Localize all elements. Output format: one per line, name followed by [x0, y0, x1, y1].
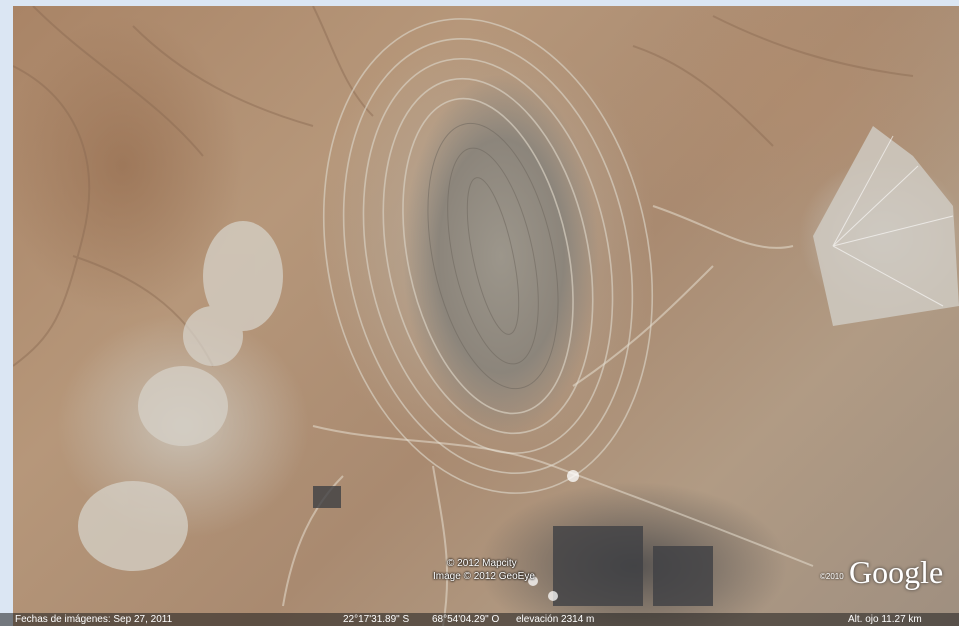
google-logo-year: ©2010 [820, 572, 844, 581]
eye-altitude-readout: Alt. ojo 11.27 km [848, 614, 922, 625]
google-logo: Google [849, 554, 944, 590]
terrain-overlay [13, 6, 959, 626]
status-bar: Fechas de imágenes: Sep 27, 2011 22°17'3… [0, 613, 959, 626]
satellite-map-view[interactable]: © 2012 Mapcity Image © 2012 GeoEye ©2010… [13, 6, 959, 626]
map-copyright-geoeye: Image © 2012 GeoEye [433, 571, 535, 582]
longitude-readout: 68°54'04.29" O [432, 614, 500, 625]
latitude-readout: 22°17'31.89" S [343, 614, 410, 625]
elevation-readout: elevación 2314 m [516, 614, 595, 625]
map-copyright-mapcity: © 2012 Mapcity [447, 558, 517, 569]
imagery-date: Fechas de imágenes: Sep 27, 2011 [15, 614, 173, 625]
